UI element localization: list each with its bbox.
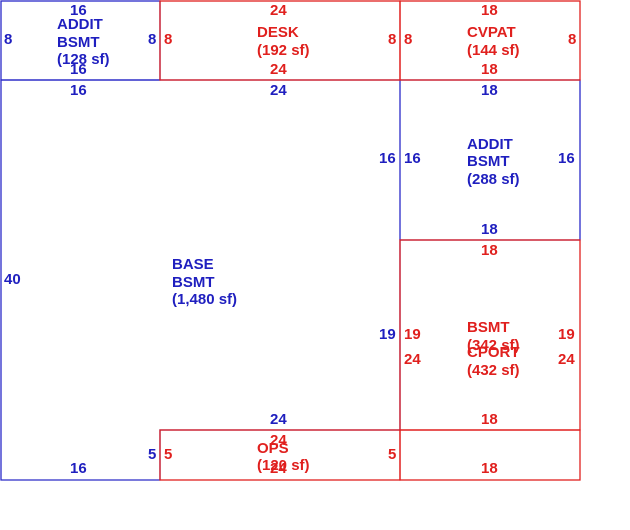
desk-dim-left: 8: [164, 31, 172, 48]
cport-dim-bottom: 18: [481, 460, 498, 477]
cvpat-outline: [399, 0, 581, 81]
cport-dim-right: 24: [558, 351, 575, 368]
bsmt-area: (342 sf): [467, 337, 520, 354]
base-dim-left: 40: [4, 271, 21, 288]
cvpat-name: CVPAT: [467, 24, 516, 41]
cport-name: CPORT: [467, 344, 520, 361]
cvpat-area: (144 sf): [467, 42, 520, 59]
base-dim-inner-vertical: 5: [148, 446, 156, 463]
base-name-line2: BSMT: [172, 274, 215, 291]
ops-dim-right: 5: [388, 446, 396, 463]
base-dim-bottom-left: 16: [70, 460, 87, 477]
addit-top-area: (128 sf): [57, 51, 110, 68]
desk-area: (192 sf): [257, 42, 310, 59]
base-dim-right-lower: 19: [379, 326, 396, 343]
bsmt-dim-left: 19: [404, 326, 421, 343]
desk-dim-right: 8: [388, 31, 396, 48]
bsmt-dim-top: 18: [481, 242, 498, 259]
base-dim-top-left: 16: [70, 82, 87, 99]
base-dim-inner-bottom: 24: [270, 411, 287, 428]
addit-right-dim-left: 16: [404, 150, 421, 167]
cvpat-dim-top: 18: [481, 2, 498, 19]
base-dim-top-mid: 24: [270, 82, 287, 99]
addit-top-name-line2: BSMT: [57, 34, 100, 51]
desk-dim-top: 24: [270, 2, 287, 19]
addit-right-dim-bottom: 18: [481, 221, 498, 238]
ops-area: (120 sf): [257, 457, 310, 474]
bsmt-dim-right: 19: [558, 326, 575, 343]
desk-dim-bottom: 24: [270, 61, 287, 78]
cport-area: (432 sf): [467, 362, 520, 379]
lower-right-outline: [399, 429, 581, 481]
addit-top-dim-top: 16: [70, 2, 87, 19]
addit-top-name-line1: ADDIT: [57, 16, 103, 33]
desk-name: DESK: [257, 24, 299, 41]
addit-right-name-line1: ADDIT: [467, 136, 513, 153]
cvpat-dim-left: 8: [404, 31, 412, 48]
addit-top-dim-left: 8: [4, 31, 12, 48]
cport-dim-left: 24: [404, 351, 421, 368]
base-name-line1: BASE: [172, 256, 214, 273]
ops-dim-top: 24: [270, 432, 287, 449]
addit-right-area: (288 sf): [467, 171, 520, 188]
bsmt-name: BSMT: [467, 319, 510, 336]
base-area: (1,480 sf): [172, 291, 237, 308]
ops-dim-bottom: 24: [270, 460, 287, 477]
addit-right-dim-right: 16: [558, 150, 575, 167]
cport-dim-inner: 18: [481, 411, 498, 428]
addit-right-dim-top: 18: [481, 82, 498, 99]
addit-top-dim-bottom: 16: [70, 61, 87, 78]
addit-right-name-line2: BSMT: [467, 153, 510, 170]
cvpat-dim-right: 8: [568, 31, 576, 48]
ops-name: OPS: [257, 440, 289, 457]
addit-top-dim-right: 8: [148, 31, 156, 48]
ops-dim-left: 5: [164, 446, 172, 463]
cvpat-dim-bottom: 18: [481, 61, 498, 78]
base-dim-right-upper: 16: [379, 150, 396, 167]
